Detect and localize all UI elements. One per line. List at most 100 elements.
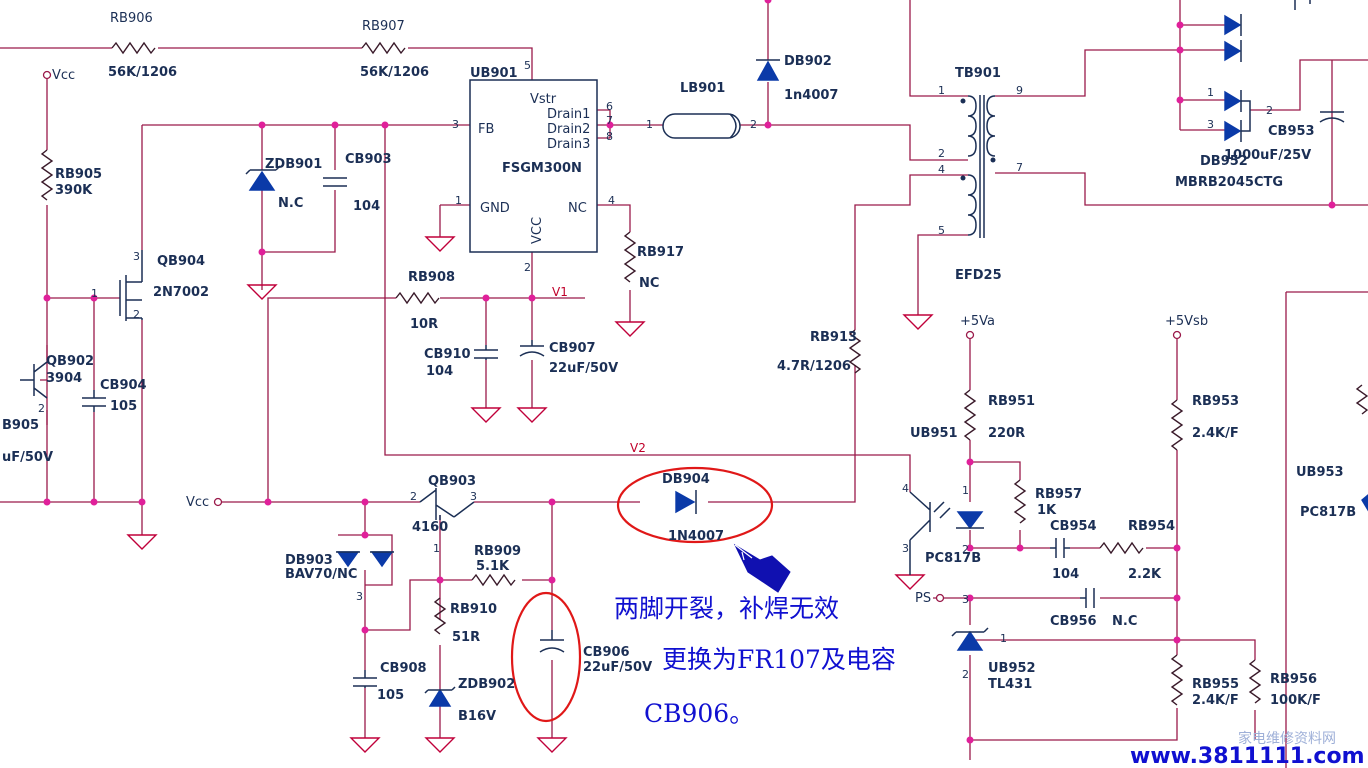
ic-pin-gnd: GND [480,201,510,216]
pointing-hand-icon [733,543,791,593]
pin-lb901-2: 2 [750,118,757,131]
label-rb955: RB955 [1192,677,1239,692]
label-cb904: CB904 [100,378,147,393]
pin-db952-3: 3 [1207,118,1214,131]
rb907-symbol [361,41,406,55]
zdb901-symbol [245,165,281,175]
value-db904: 1N4007 [668,529,724,544]
label-rb951: RB951 [988,394,1035,409]
value-cb908: 105 [377,688,404,703]
label-rb957: RB957 [1035,487,1082,502]
label-pc817b: PC817B [925,551,981,566]
pin-ub901-vstr: 5 [524,59,531,72]
pin-tb901-7: 7 [1016,161,1023,174]
value-cb907: 22uF/50V [549,361,618,376]
value-db902: 1n4007 [784,88,838,103]
cb954-symbol [1050,538,1070,558]
value-rb910: 51R [452,630,480,645]
value-rb909: 5.1K [476,559,510,574]
label-rb956: RB956 [1270,672,1317,687]
value-rb957: 1K [1037,503,1057,518]
ic-pin-drain1: Drain1 [547,107,590,122]
label-rb906: RB906 [110,11,153,26]
pin-ub952-3: 3 [962,593,969,606]
value-db952: MBRB2045CTG [1175,175,1283,190]
label-cb903: CB903 [345,152,392,167]
cb904-symbol [82,390,106,412]
label-qb902: QB902 [46,354,94,369]
label-rb910: RB910 [450,602,497,617]
pin-ub952-2: 2 [962,668,969,681]
v5vsb-terminal [1172,330,1182,340]
component-labels: RB906 56K/1206 RB907 56K/1206 UB901 5 Vc… [2,11,1356,724]
value-rb905: 390K [55,183,93,198]
label-b905: B905 [2,418,39,433]
label-ub951: UB951 [910,426,958,441]
annotation-line-2: 更换为FR107及电容 [662,645,896,674]
label-qb904: QB904 [157,254,205,269]
active-parts [20,0,1311,575]
vcc-top-terminal [42,70,52,80]
ps-terminal [935,593,945,603]
label-cb907: CB907 [549,341,596,356]
label-cb910: CB910 [424,347,471,362]
watermark-site: www.3811111.com [1130,744,1365,768]
value-rb913: 4.7R/1206 [777,359,851,374]
rb910-symbol [433,597,447,635]
value-rb906: 56K/1206 [108,65,177,80]
pin-qb903-1: 1 [433,542,440,555]
value-qb903: 4160 [412,520,448,535]
rb954-symbol [1099,541,1144,555]
pin-lb901-1: 1 [646,118,653,131]
rb906-symbol [111,41,156,55]
label-rb908: RB908 [408,270,455,285]
cb906-symbol [539,630,565,653]
pin-db952-1: 1 [1207,86,1214,99]
label-ub953: UB953 [1296,465,1344,480]
ground-symbols [126,236,934,753]
pin-qb903-2: 2 [410,490,417,503]
label-rb917: RB917 [637,245,684,260]
label-rb909: RB909 [474,544,521,559]
qb902-symbol [20,361,48,399]
label-db903: DB903 [285,553,333,568]
label-v5a: +5Va [960,314,995,329]
label-zdb902: ZDB902 [458,677,515,692]
qb903-symbol [419,488,475,520]
cb953-symbol [1319,111,1345,123]
label-lb901: LB901 [680,81,725,96]
label-cb906: CB906 [583,645,630,660]
cb956-symbol [1080,588,1095,608]
ub951-opto-symbol [909,491,951,575]
label-db952: DB952 [1200,154,1248,169]
pin-tb901-9: 9 [1016,84,1023,97]
ic-pin-fb: FB [478,122,494,137]
ic-part-number: FSGM300N [502,161,582,176]
label-qb903: QB903 [428,474,476,489]
pin-ub901-d1: 6 [606,100,613,113]
ub901-ic-box [469,79,598,253]
value-rb956: 100K/F [1270,693,1321,708]
annotation-line-3: CB906。 [644,699,754,728]
pin-qb902-2: 2 [38,402,45,415]
pin-ub901-d2: 7 [606,114,613,127]
rb909-symbol [471,573,516,587]
pin-tb901-4: 4 [938,163,945,176]
value-cb903: 104 [353,199,380,214]
capacitors [82,111,1345,688]
pin-qb903-3: 3 [470,490,477,503]
resistors [40,41,1368,706]
value-zdb901: N.C [278,196,303,211]
pin-ub951-1: 1 [962,484,969,497]
ic-pin-drain3: Drain3 [547,137,590,152]
value-zdb902: B16V [458,709,496,724]
pin-db952-2: 2 [1266,104,1273,117]
value-cb904: 105 [110,399,137,414]
tb901-symbol [960,95,996,238]
rb-edge-symbol [1355,384,1368,415]
value-rb908: 10R [410,317,438,332]
watermark-brand: 家电维修资料网 [1238,730,1336,747]
value-rb907: 56K/1206 [360,65,429,80]
